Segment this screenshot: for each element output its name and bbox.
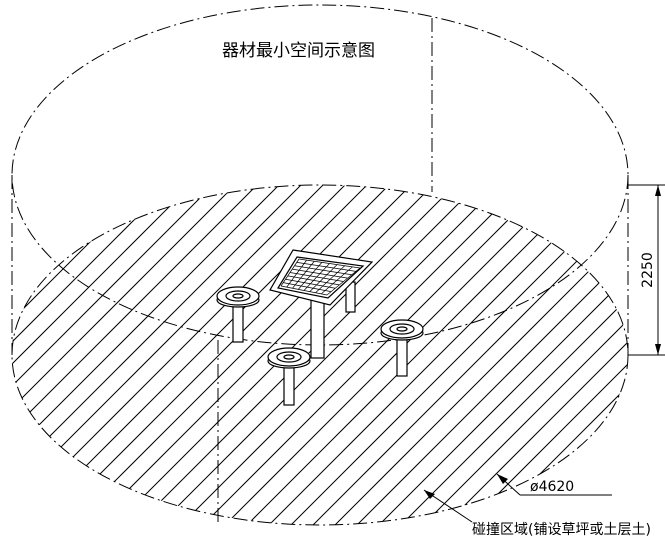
hatch-line <box>419 185 628 525</box>
hatch-line <box>0 170 8 539</box>
hatch-line <box>133 185 515 525</box>
chess-table-equipment <box>216 249 424 406</box>
diameter-leader: ø4620 <box>496 473 612 496</box>
hatch-line <box>12 185 229 525</box>
board-grid-line <box>285 278 336 289</box>
hatch-line <box>12 185 119 525</box>
hatch-line <box>12 185 185 525</box>
hatch-line <box>12 185 383 525</box>
hatch-line <box>12 185 97 525</box>
board-grid-line <box>315 265 345 294</box>
hatch-line <box>12 185 207 525</box>
diagram-title: 器材最小空间示意图 <box>222 41 375 61</box>
hatch-line <box>441 185 628 525</box>
hatch-line <box>12 185 317 525</box>
collision-zone-hatch <box>0 170 628 539</box>
hatch-line <box>287 185 628 525</box>
board-grid-line <box>283 282 332 292</box>
hatch-line <box>12 185 295 525</box>
height-dimension-label: 2250 <box>640 252 656 288</box>
chess-board-grid <box>280 258 361 296</box>
board-grid-line <box>289 272 344 282</box>
hatch-line <box>12 185 31 525</box>
hatch-line <box>23 185 405 525</box>
hatch-line <box>397 185 628 525</box>
hatch-line <box>155 185 537 525</box>
hatch-line <box>199 185 581 525</box>
board-grid-line <box>326 267 361 296</box>
board-grid-line <box>309 264 338 292</box>
stool-right <box>380 319 424 377</box>
hatch-line <box>12 185 75 525</box>
hatch-line <box>45 185 427 525</box>
hatch-line <box>12 185 273 525</box>
stool-left <box>216 286 260 343</box>
hatch-line <box>67 185 449 525</box>
hatch-line <box>375 185 628 525</box>
hatch-line <box>12 185 163 525</box>
board-grid-line <box>321 266 353 295</box>
height-dimension: 2250 <box>628 184 665 356</box>
zone-label: 碰撞区域(铺设草坪或土层土) <box>472 522 651 538</box>
stool-front <box>267 347 311 406</box>
hatch-line <box>177 185 559 525</box>
board-grid-line <box>280 285 328 296</box>
hatch-line <box>331 185 628 525</box>
hatch-line <box>12 185 251 525</box>
board-grid-line <box>287 275 340 286</box>
diameter-label: ø4620 <box>530 479 574 495</box>
zone-leader: 碰撞区域(铺设草坪或土层土) <box>423 489 651 538</box>
hatch-line <box>353 185 628 525</box>
hatch-line <box>309 185 628 525</box>
